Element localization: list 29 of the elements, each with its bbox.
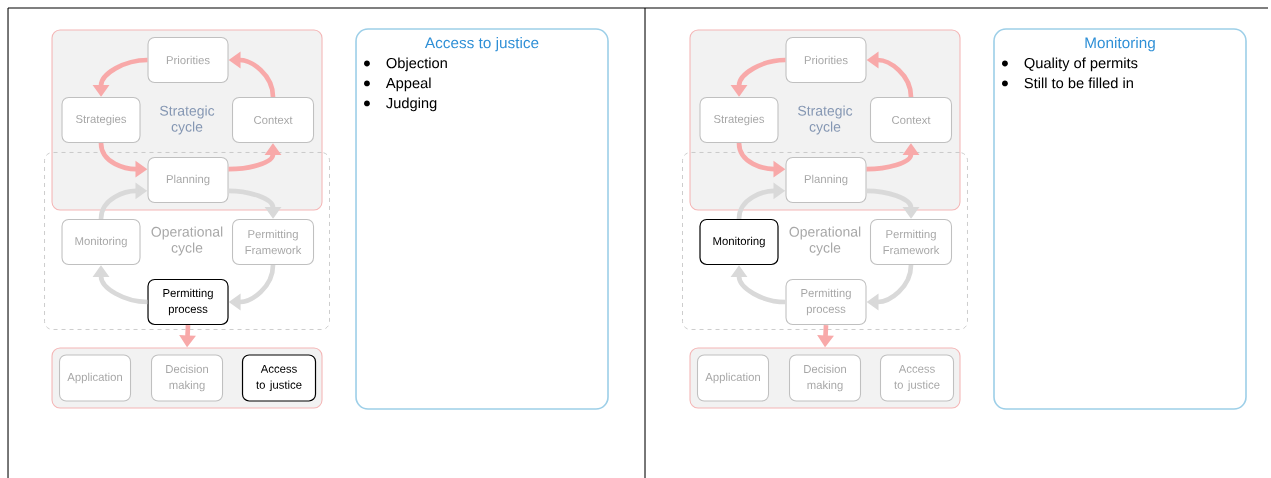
step-box: Planning: [147, 156, 229, 204]
step-box: Priorities: [785, 36, 867, 84]
step-box: Monitoring: [61, 218, 141, 266]
list-item: Judging: [364, 97, 437, 112]
step-box: Strategies: [699, 96, 779, 144]
step-box: Application: [59, 354, 132, 402]
highlighted-step-box: Permitting process: [147, 278, 229, 326]
step-box: Decision making: [151, 354, 224, 402]
list-item: Still to be filled in: [1002, 77, 1133, 89]
highlighted-step-box: Monitoring: [699, 218, 779, 266]
info-box: [993, 28, 1247, 410]
step-box: Context: [232, 96, 315, 144]
heading: Monitoring: [1085, 37, 1155, 52]
step-box: Permitting Framework: [232, 218, 315, 266]
info-box: [355, 28, 609, 410]
step-box: Application: [696, 354, 770, 402]
step-box: Permitting Framework: [869, 218, 953, 266]
step-box: Context: [869, 96, 953, 144]
step-box: Decision making: [788, 354, 862, 402]
step-box: Priorities: [147, 36, 229, 84]
list-item: Appeal: [364, 77, 431, 92]
step-box: Access to justice: [879, 354, 955, 402]
step-box: Planning: [785, 156, 867, 204]
list-item: Quality of permits: [1002, 57, 1138, 72]
list-item: Objection: [364, 57, 447, 72]
heading: Access to justice: [424, 37, 539, 52]
step-box: Strategies: [61, 96, 141, 144]
step-box: Permitting process: [785, 278, 867, 326]
highlighted-step-box: Access to justice: [241, 354, 317, 402]
